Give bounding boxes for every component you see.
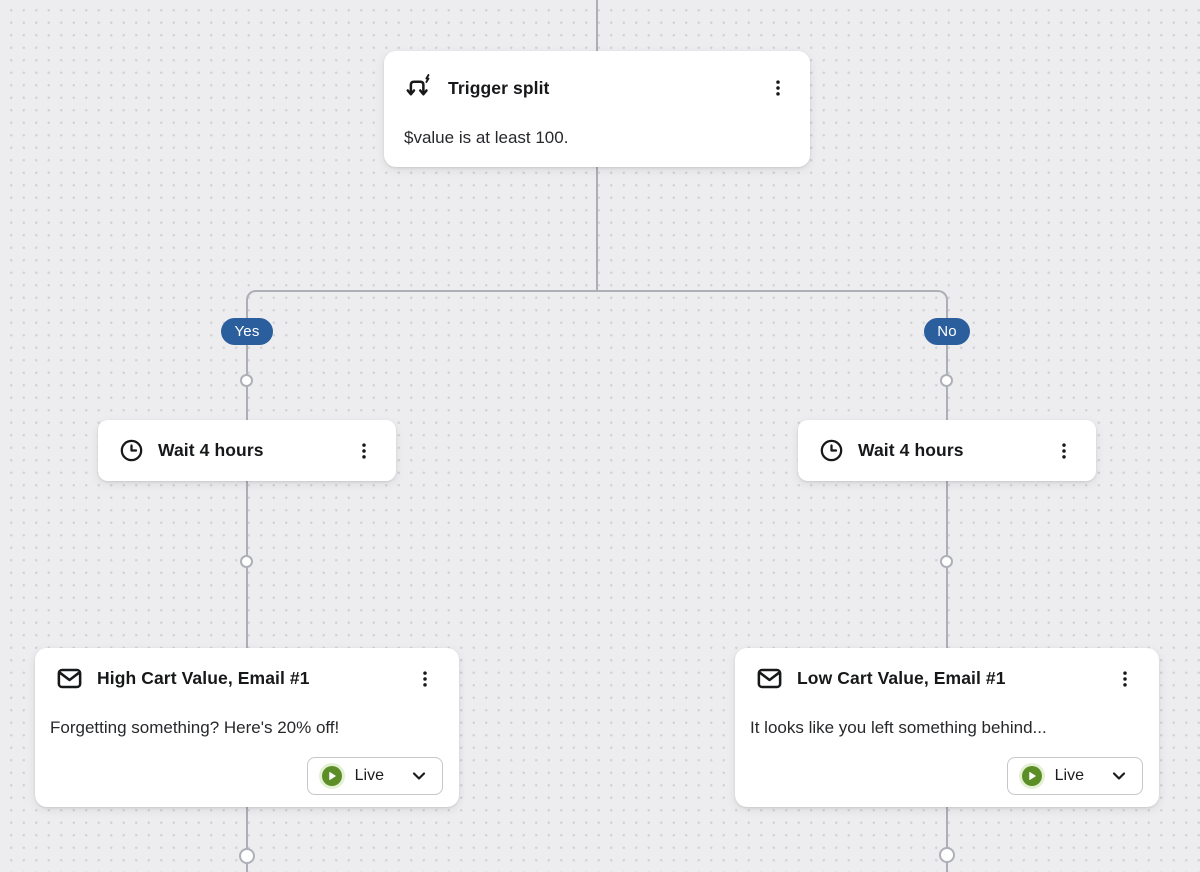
play-circle-icon [1021,766,1042,786]
email-card-menu-button[interactable] [1113,665,1137,693]
kebab-menu-icon [423,670,427,687]
email-status-dropdown[interactable]: Live [1006,757,1143,795]
email-subject-line: It looks like you left something behind.… [750,718,1047,737]
no-branch-bottom-port[interactable] [939,847,955,863]
kebab-menu-icon [776,80,780,96]
wait-card-yes-branch[interactable]: Wait 4 hours [98,420,396,481]
email-subject-line: Forgetting something? Here's 20% off! [50,718,340,737]
kebab-menu-icon [362,442,366,459]
yes-branch-bottom-port[interactable] [239,848,255,864]
email-card-high-cart-value[interactable]: High Cart Value, Email #1 Forgetting som… [35,648,459,807]
email-card-low-cart-value[interactable]: Low Cart Value, Email #1 It looks like y… [735,648,1159,807]
kebab-menu-icon [1062,442,1066,459]
yes-branch-top-port[interactable] [240,374,253,387]
email-status-label: Live [1054,767,1084,784]
wait-card-menu-button[interactable] [352,437,376,465]
no-branch-line [946,306,948,872]
wait-card-title: Wait 4 hours [858,440,964,460]
email-card-title: High Cart Value, Email #1 [97,668,310,688]
no-branch-mid-port[interactable] [940,555,953,568]
clock-icon [118,437,145,464]
wait-card-no-branch[interactable]: Wait 4 hours [798,420,1096,481]
play-circle-icon [321,766,342,786]
chevron-down-icon [1110,767,1128,785]
trigger-split-condition: $value is at least 100. [404,128,569,147]
clock-icon [818,437,845,464]
email-card-title: Low Cart Value, Email #1 [797,668,1006,688]
kebab-menu-icon [1123,670,1127,687]
chevron-down-icon [410,767,428,785]
email-card-menu-button[interactable] [413,665,437,693]
trigger-split-menu-button[interactable] [766,74,790,102]
trigger-split-title: Trigger split [448,77,550,98]
trigger-split-header: Trigger split [384,51,810,103]
wait-card-menu-button[interactable] [1052,437,1076,465]
wait-card-title: Wait 4 hours [158,440,264,460]
branch-split-connector [246,290,948,306]
email-status-dropdown[interactable]: Live [306,757,443,795]
split-arrows-icon [404,73,434,103]
yes-branch-mid-port[interactable] [240,555,253,568]
email-status-label: Live [354,767,384,784]
email-card-header: Low Cart Value, Email #1 [735,648,1159,693]
yes-branch-line [246,306,248,872]
yes-branch-label: Yes [221,318,273,345]
envelope-icon [755,664,784,693]
no-branch-label: No [924,318,970,345]
envelope-icon [55,664,84,693]
email-card-header: High Cart Value, Email #1 [35,648,459,693]
trigger-split-card[interactable]: Trigger split $value is at least 100. [384,51,810,167]
wait-card-header: Wait 4 hours [98,420,396,481]
no-branch-top-port[interactable] [940,374,953,387]
wait-card-header: Wait 4 hours [798,420,1096,481]
